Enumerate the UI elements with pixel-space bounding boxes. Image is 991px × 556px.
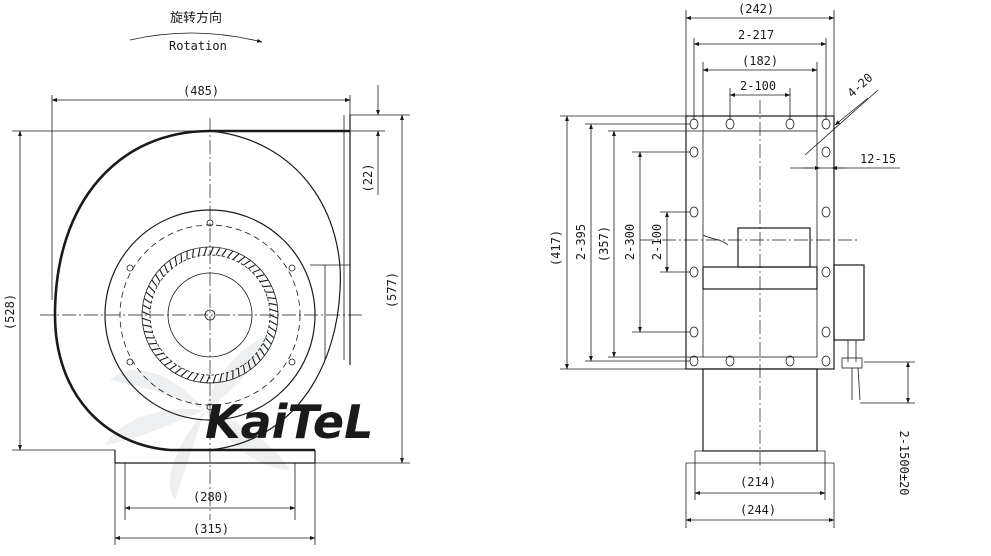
impeller-blade bbox=[267, 297, 277, 300]
impeller-blade bbox=[154, 274, 161, 282]
dim-base-280: (280) bbox=[193, 490, 229, 504]
impeller-blade bbox=[212, 374, 217, 384]
impeller-blade bbox=[268, 326, 277, 333]
dim-top-182: (182) bbox=[742, 54, 778, 68]
impeller-blades bbox=[141, 246, 279, 384]
impeller-blade bbox=[151, 279, 158, 288]
shaft-hub bbox=[204, 309, 216, 321]
terminal-box bbox=[833, 264, 865, 341]
impeller-blade bbox=[221, 248, 228, 257]
impeller-blade bbox=[197, 247, 201, 257]
motor-cap bbox=[737, 227, 811, 268]
rotation-indicator: 旋转方向 Rotation bbox=[129, 10, 263, 53]
dim-width-485: (485) bbox=[183, 84, 219, 98]
impeller-blade bbox=[267, 331, 275, 339]
dim-bottom-214: (214) bbox=[740, 475, 776, 489]
impeller-blade bbox=[159, 269, 165, 278]
dim-hole-4-20: 4-20 bbox=[845, 70, 876, 100]
dim-bottom-244: (244) bbox=[740, 503, 776, 517]
impeller-blade bbox=[269, 308, 279, 313]
impeller-blade bbox=[159, 356, 168, 362]
impeller-blade bbox=[252, 268, 261, 274]
dim-top-2-100: 2-100 bbox=[740, 79, 776, 93]
impeller-blade bbox=[155, 352, 164, 356]
dim-left-357: (357) bbox=[597, 226, 611, 262]
impeller-blade bbox=[142, 324, 152, 328]
front-view: (485) (528) (577) (22) (280) (315) bbox=[3, 84, 410, 545]
impeller-blade bbox=[141, 311, 151, 316]
impeller-blade bbox=[219, 373, 223, 383]
impeller-blade bbox=[143, 330, 153, 333]
dim-base-315: (315) bbox=[193, 522, 229, 536]
impeller-blade bbox=[225, 372, 228, 382]
dim-flange-22: (22) bbox=[361, 164, 375, 193]
impeller-blade bbox=[163, 264, 169, 273]
impeller-blade bbox=[192, 373, 199, 382]
rotation-label-cn: 旋转方向 bbox=[170, 10, 222, 26]
dim-top-2-217: 2-217 bbox=[738, 28, 774, 42]
impeller-blade bbox=[215, 247, 221, 256]
impeller-blade bbox=[206, 374, 211, 384]
impeller-blade bbox=[247, 264, 256, 270]
impeller-blade bbox=[209, 246, 214, 256]
dim-height-577: (577) bbox=[385, 272, 399, 308]
impeller-blade bbox=[180, 253, 183, 263]
dim-height-528: (528) bbox=[3, 294, 17, 330]
side-view: (242) 2-217 (182) 2-100 4-20 12-15 (417)… bbox=[549, 2, 915, 528]
impeller-blade bbox=[169, 364, 177, 371]
impeller-blade bbox=[242, 364, 246, 374]
dim-cable-2-1500: 2-1500±20 bbox=[897, 430, 911, 495]
impeller-blade bbox=[192, 248, 195, 258]
dim-slot-12-15: 12-15 bbox=[860, 152, 896, 166]
impeller-blade bbox=[232, 253, 240, 260]
scroll-housing bbox=[53, 129, 350, 452]
impeller-blade bbox=[148, 342, 158, 345]
impeller-blade bbox=[169, 260, 173, 269]
impeller-blade bbox=[237, 256, 246, 263]
impeller-blade bbox=[148, 285, 155, 293]
impeller-blade bbox=[174, 367, 183, 374]
impeller-blade bbox=[145, 291, 153, 299]
impeller-blade bbox=[259, 348, 266, 356]
impeller-blade bbox=[268, 302, 278, 306]
rotation-arrow-icon bbox=[129, 32, 263, 43]
impeller-blade bbox=[142, 304, 151, 310]
dim-left-2-300: 2-300 bbox=[623, 224, 637, 260]
impeller-blade bbox=[186, 372, 194, 380]
impeller-blade bbox=[243, 259, 251, 266]
impeller-blade bbox=[141, 317, 151, 322]
watermark-text: KaiTeL bbox=[205, 395, 373, 449]
impeller-blade bbox=[226, 250, 234, 258]
impeller-blade bbox=[180, 370, 188, 377]
impeller-blade bbox=[265, 337, 272, 345]
impeller-blade bbox=[247, 361, 251, 370]
impeller-blade bbox=[259, 279, 269, 283]
impeller-blade bbox=[164, 360, 173, 366]
impeller-blade bbox=[251, 357, 257, 366]
impeller-blade bbox=[262, 342, 269, 351]
impeller-blade bbox=[256, 274, 265, 278]
inlet-ring bbox=[104, 209, 316, 421]
impeller-blade bbox=[269, 314, 279, 319]
impeller-blade bbox=[151, 347, 161, 351]
impeller-blade bbox=[199, 374, 205, 383]
dim-left-2-395: 2-395 bbox=[574, 224, 588, 260]
impeller-blade bbox=[269, 320, 278, 326]
impeller-blade bbox=[255, 352, 261, 361]
impeller-blade bbox=[174, 256, 178, 266]
impeller-blade bbox=[237, 367, 240, 377]
rotation-label-en: Rotation bbox=[169, 39, 227, 53]
impeller-blade bbox=[143, 297, 152, 304]
impeller-blade bbox=[203, 246, 208, 256]
dim-top-242: (242) bbox=[738, 2, 774, 16]
watermark: KaiTeL bbox=[105, 335, 373, 500]
impeller-blade bbox=[262, 285, 272, 288]
dim-left-2-100: 2-100 bbox=[650, 224, 664, 260]
dim-left-417: (417) bbox=[549, 230, 563, 266]
